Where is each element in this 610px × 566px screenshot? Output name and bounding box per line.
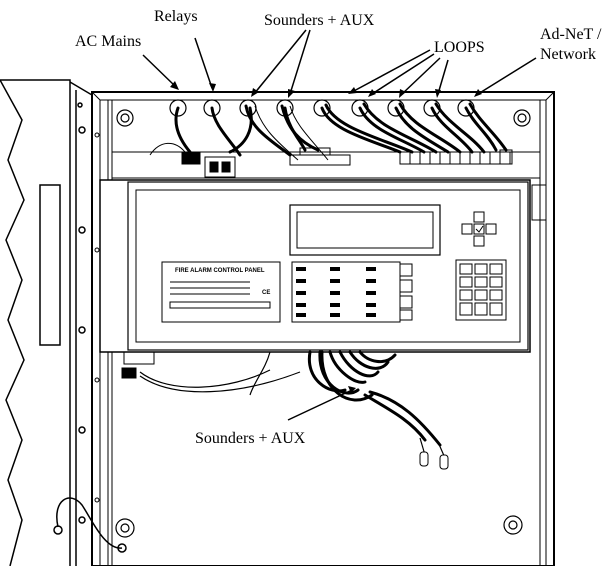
label-plate-fine-print <box>170 281 250 295</box>
keypad <box>459 263 503 316</box>
label-sounders-aux-bottom: Sounders + AUX <box>195 430 306 447</box>
label-ac-mains: AC Mains <box>75 33 141 50</box>
label-loops: LOOPS <box>434 39 485 56</box>
label-adnet: Ad-NeT / <box>540 26 602 43</box>
cable-lugs <box>419 451 449 470</box>
lower-cables <box>307 350 442 447</box>
navigation-keys <box>461 211 497 247</box>
top-cables-thin <box>149 105 329 161</box>
lower-bracket <box>121 351 155 379</box>
label-network: Network <box>540 46 596 63</box>
panel-title: FIRE ALARM CONTROL PANEL <box>175 268 265 274</box>
label-sounders-aux-top: Sounders + AUX <box>264 12 375 29</box>
callout-arrowheads <box>170 81 482 393</box>
bottom-mounts <box>115 515 523 538</box>
open-door <box>0 79 93 566</box>
earth-strap <box>53 497 127 553</box>
led-indicators <box>296 267 376 317</box>
backplate <box>111 147 541 179</box>
ce-mark: CE <box>262 290 270 296</box>
callout-arrows <box>142 29 537 421</box>
label-relays: Relays <box>154 8 198 25</box>
top-cables <box>174 102 508 157</box>
